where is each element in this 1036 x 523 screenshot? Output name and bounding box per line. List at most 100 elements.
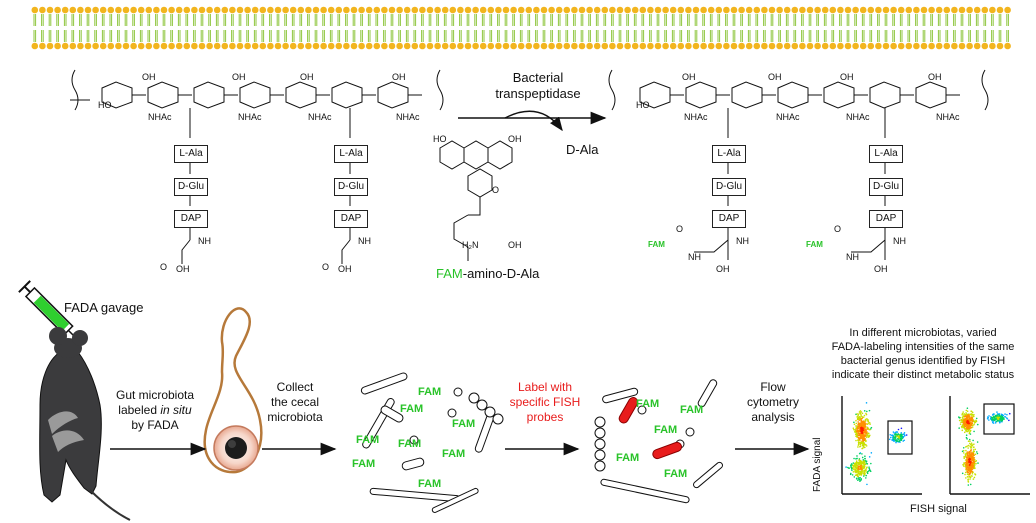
fam-tag-label: FAM [806,240,823,249]
step1-line3: by FADA [131,418,179,432]
peptidoglycan-right [608,69,989,260]
enzyme-line1: Bacterial [512,70,564,85]
oh-label: OH [232,72,246,82]
o-label: O [160,262,168,272]
peptide-l-ala: L-Ala [869,145,903,163]
fam-label: FAM [664,468,688,480]
ho-label: HO [636,100,650,110]
nh-label: NH [358,236,371,246]
ho-label: HO [98,100,112,110]
peptide-d-glu: D-Glu [174,178,208,196]
microbiota-cells-unlabeled [360,372,504,513]
ho-label: HO [433,134,447,144]
oh-label: OH [300,72,314,82]
nh-label: NH [846,252,859,262]
step2-line1: Collect [276,380,314,394]
fam-amino-d-ala-structure [439,140,513,261]
step2-line3: microbiota [267,410,323,424]
probe-rest-part: -amino-D-Ala [462,266,540,281]
step1-line2: labeled in situ [104,403,206,418]
o-label: O [676,224,684,234]
oh-label: OH [682,72,696,82]
step4-label: Flow cytometry analysis [735,380,811,425]
d-ala-byproduct-label: D-Ala [566,142,599,157]
x-axis-label: FISH signal [910,503,967,515]
o-label: O [834,224,842,234]
nh-label: NH [893,236,906,246]
oh-label: OH [176,264,190,274]
flow-plot-right [949,396,1030,495]
step1-line1: Gut microbiota [115,388,195,402]
peptide-d-glu: D-Glu [712,178,746,196]
fam-label: FAM [452,418,476,430]
o-label: O [492,185,500,195]
oh-label: OH [508,134,522,144]
step2-line2: the cecal [270,395,320,409]
oh-label: OH [840,72,854,82]
enzyme-line2: transpeptidase [495,86,581,101]
peptide-dap: DAP [174,210,208,228]
fam-label: FAM [356,434,380,446]
step3-line1: Label with [517,380,573,394]
conclusion-line: bacterial genus identified by FISH [840,355,1006,367]
peptidoglycan-left [70,69,444,264]
nhac-label: NHAc [846,112,870,122]
oh-label: OH [508,240,522,250]
nh-label: NH [736,236,749,246]
nh-label: NH [198,236,211,246]
probe-fam-part: FAM [436,266,463,281]
oh-label: OH [874,264,888,274]
peptide-d-glu: D-Glu [869,178,903,196]
step2-label: Collect the cecal microbiota [255,380,335,425]
conclusion-text: In different microbiotas, varied FADA-la… [812,326,1034,382]
nhac-label: NHAc [148,112,172,122]
cecum-icon [203,307,263,474]
conclusion-line: In different microbiotas, varied [849,327,997,339]
peptide-l-ala: L-Ala [712,145,746,163]
oh-label: OH [338,264,352,274]
fam-label: FAM [418,386,442,398]
syringe-icon [18,280,81,343]
step4-line1: Flow [760,380,786,394]
oh-label: OH [716,264,730,274]
nhac-label: NHAc [936,112,960,122]
oh-label: OH [928,72,942,82]
conclusion-line: indicate their distinct metabolic status [831,369,1015,381]
oh-label: OH [768,72,782,82]
fam-label: FAM [616,452,640,464]
step3-line3: probes [526,410,564,424]
step1-line2b: in situ [160,403,192,417]
fam-label: FAM [680,404,704,416]
step4-line3: analysis [751,410,795,424]
peptide-l-ala: L-Ala [334,145,368,163]
peptide-dap: DAP [712,210,746,228]
nhac-label: NHAc [396,112,420,122]
nhac-label: NHAc [308,112,332,122]
probe-name-label: FAM-amino-D-Ala [436,266,539,281]
peptide-d-glu: D-Glu [334,178,368,196]
nhac-label: NHAc [684,112,708,122]
mouse-icon [39,327,131,521]
step1-label: Gut microbiota labeled in situ by FADA [104,388,206,433]
d-ala-release-arrow [504,110,563,132]
peptide-dap: DAP [334,210,368,228]
step4-line2: cytometry [746,395,799,409]
o-label: O [322,262,330,272]
fam-label: FAM [636,398,660,410]
peptide-l-ala: L-Ala [174,145,208,163]
fam-label: FAM [398,438,422,450]
nhac-label: NHAc [776,112,800,122]
fish-probe-red-cells [618,397,683,460]
lipid-bilayer-membrane [31,6,1011,50]
oh-label: OH [392,72,406,82]
peptide-dap: DAP [869,210,903,228]
fam-label: FAM [352,458,376,470]
conclusion-line: FADA-labeling intensities of the same [831,341,1015,353]
step1-line2a: labeled [118,403,161,417]
fam-label: FAM [418,478,442,490]
nhac-label: NHAc [238,112,262,122]
step3-line2: specific FISH [509,395,581,409]
y-axis-label: FADA signal [812,437,823,492]
